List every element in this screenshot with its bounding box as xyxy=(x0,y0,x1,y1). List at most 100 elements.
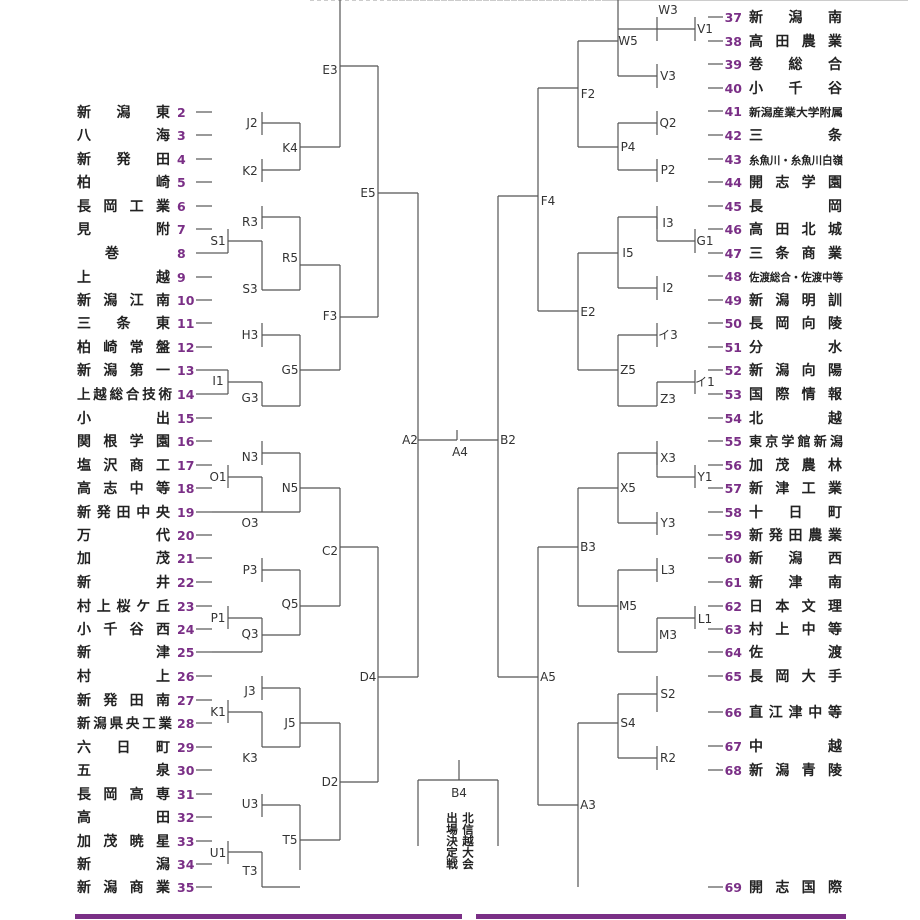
playoff-caption-2: 出場決定戦 xyxy=(445,811,459,870)
team-number: 54 xyxy=(725,411,743,426)
team-name: 新潟西 xyxy=(749,550,842,567)
team-row: 63 村上中等 xyxy=(725,621,842,638)
match-label: M5 xyxy=(619,599,637,613)
team-number: 19 xyxy=(177,505,194,520)
team-number: 53 xyxy=(725,387,742,402)
team-number: 68 xyxy=(725,763,742,778)
match-label: B3 xyxy=(580,540,596,554)
team-number: 20 xyxy=(177,528,195,543)
team-name: 村上中等 xyxy=(749,621,842,638)
team-name: 三条商業 xyxy=(749,245,843,262)
match-label: O1 xyxy=(209,470,226,484)
team-number: 63 xyxy=(725,622,742,637)
team-name: 直江津中等 xyxy=(749,704,842,721)
team-row: 48 佐渡総合・佐渡中等 xyxy=(725,269,843,284)
team-number: 7 xyxy=(177,222,186,237)
team-number: 67 xyxy=(725,739,742,754)
team-name: 柏崎 xyxy=(77,174,170,191)
team-name: 見附 xyxy=(76,221,170,238)
team-number: 5 xyxy=(177,175,186,190)
team-row: 47 三条商業 xyxy=(725,245,843,262)
match-label: R5 xyxy=(282,251,298,265)
team-number: 52 xyxy=(725,363,742,378)
team-row: 新潟東 2 xyxy=(77,104,186,121)
team-name: 開志学園 xyxy=(749,174,842,191)
team-name: 上越 xyxy=(77,269,171,286)
team-number: 44 xyxy=(725,175,743,190)
team-number: 64 xyxy=(725,645,743,660)
team-row: 新発田中央 19 xyxy=(77,504,194,521)
team-number: 48 xyxy=(725,269,742,284)
team-number: 25 xyxy=(177,645,194,660)
match-label: K4 xyxy=(282,141,298,155)
team-name: 新発田中央 xyxy=(77,504,171,521)
team-row: 59 新発田農業 xyxy=(725,527,843,544)
match-label: W5 xyxy=(618,34,638,48)
team-number: 65 xyxy=(725,669,742,684)
team-number: 59 xyxy=(725,528,742,543)
team-number: 21 xyxy=(177,551,194,566)
team-name: 上越総合技術 xyxy=(77,386,173,403)
match-label: S2 xyxy=(660,687,675,701)
team-number: 43 xyxy=(725,152,742,167)
team-number: 27 xyxy=(177,693,194,708)
team-number: 31 xyxy=(177,787,194,802)
match-label: F4 xyxy=(541,194,556,208)
team-name: 開志国際 xyxy=(749,879,843,896)
team-number: 2 xyxy=(177,105,186,120)
team-number: 55 xyxy=(725,434,742,449)
team-name: 北越 xyxy=(749,410,843,427)
match-label: C2 xyxy=(322,544,338,558)
team-number: 8 xyxy=(177,246,186,261)
match-label: D2 xyxy=(322,775,339,789)
match-label: B2 xyxy=(500,433,516,447)
team-name: 加茂農林 xyxy=(748,457,842,474)
team-number: 39 xyxy=(725,57,742,72)
match-label: L1 xyxy=(698,612,712,626)
team-name: 佐渡総合・佐渡中等 xyxy=(748,270,843,284)
team-number: 13 xyxy=(177,363,194,378)
match-label: F2 xyxy=(581,87,596,101)
match-label: Y1 xyxy=(697,470,713,484)
match-labels: J2K2K4R3S1S3R5H3I1G3G5N3O1O3N5P3P1Q3Q5J3… xyxy=(209,3,714,878)
team-name: 高田北城 xyxy=(749,221,842,238)
team-number: 33 xyxy=(177,834,194,849)
team-number: 30 xyxy=(177,763,195,778)
match-label: K3 xyxy=(242,751,258,765)
match-label: I1 xyxy=(212,374,223,388)
playoff-caption-1: 北信越大会 xyxy=(461,811,475,870)
team-name: 高田農業 xyxy=(749,33,843,50)
team-name: 新発田農業 xyxy=(749,527,843,544)
team-number: 47 xyxy=(725,246,742,261)
match-label: G3 xyxy=(242,391,259,405)
team-number: 23 xyxy=(177,599,194,614)
team-name: 新井 xyxy=(77,574,170,591)
match-label: K2 xyxy=(242,164,258,178)
team-name: 新潟産業大学附属 xyxy=(749,105,843,119)
team-number: 56 xyxy=(725,458,743,473)
team-number: 42 xyxy=(725,128,742,143)
team-name: 八海 xyxy=(76,127,170,144)
team-name: 加茂暁星 xyxy=(76,833,170,850)
team-name: 新潟東 xyxy=(77,104,170,121)
match-label: N5 xyxy=(282,481,299,495)
team-name: 新津 xyxy=(77,644,170,661)
match-label: V3 xyxy=(660,69,676,83)
match-label: W3 xyxy=(658,3,678,17)
